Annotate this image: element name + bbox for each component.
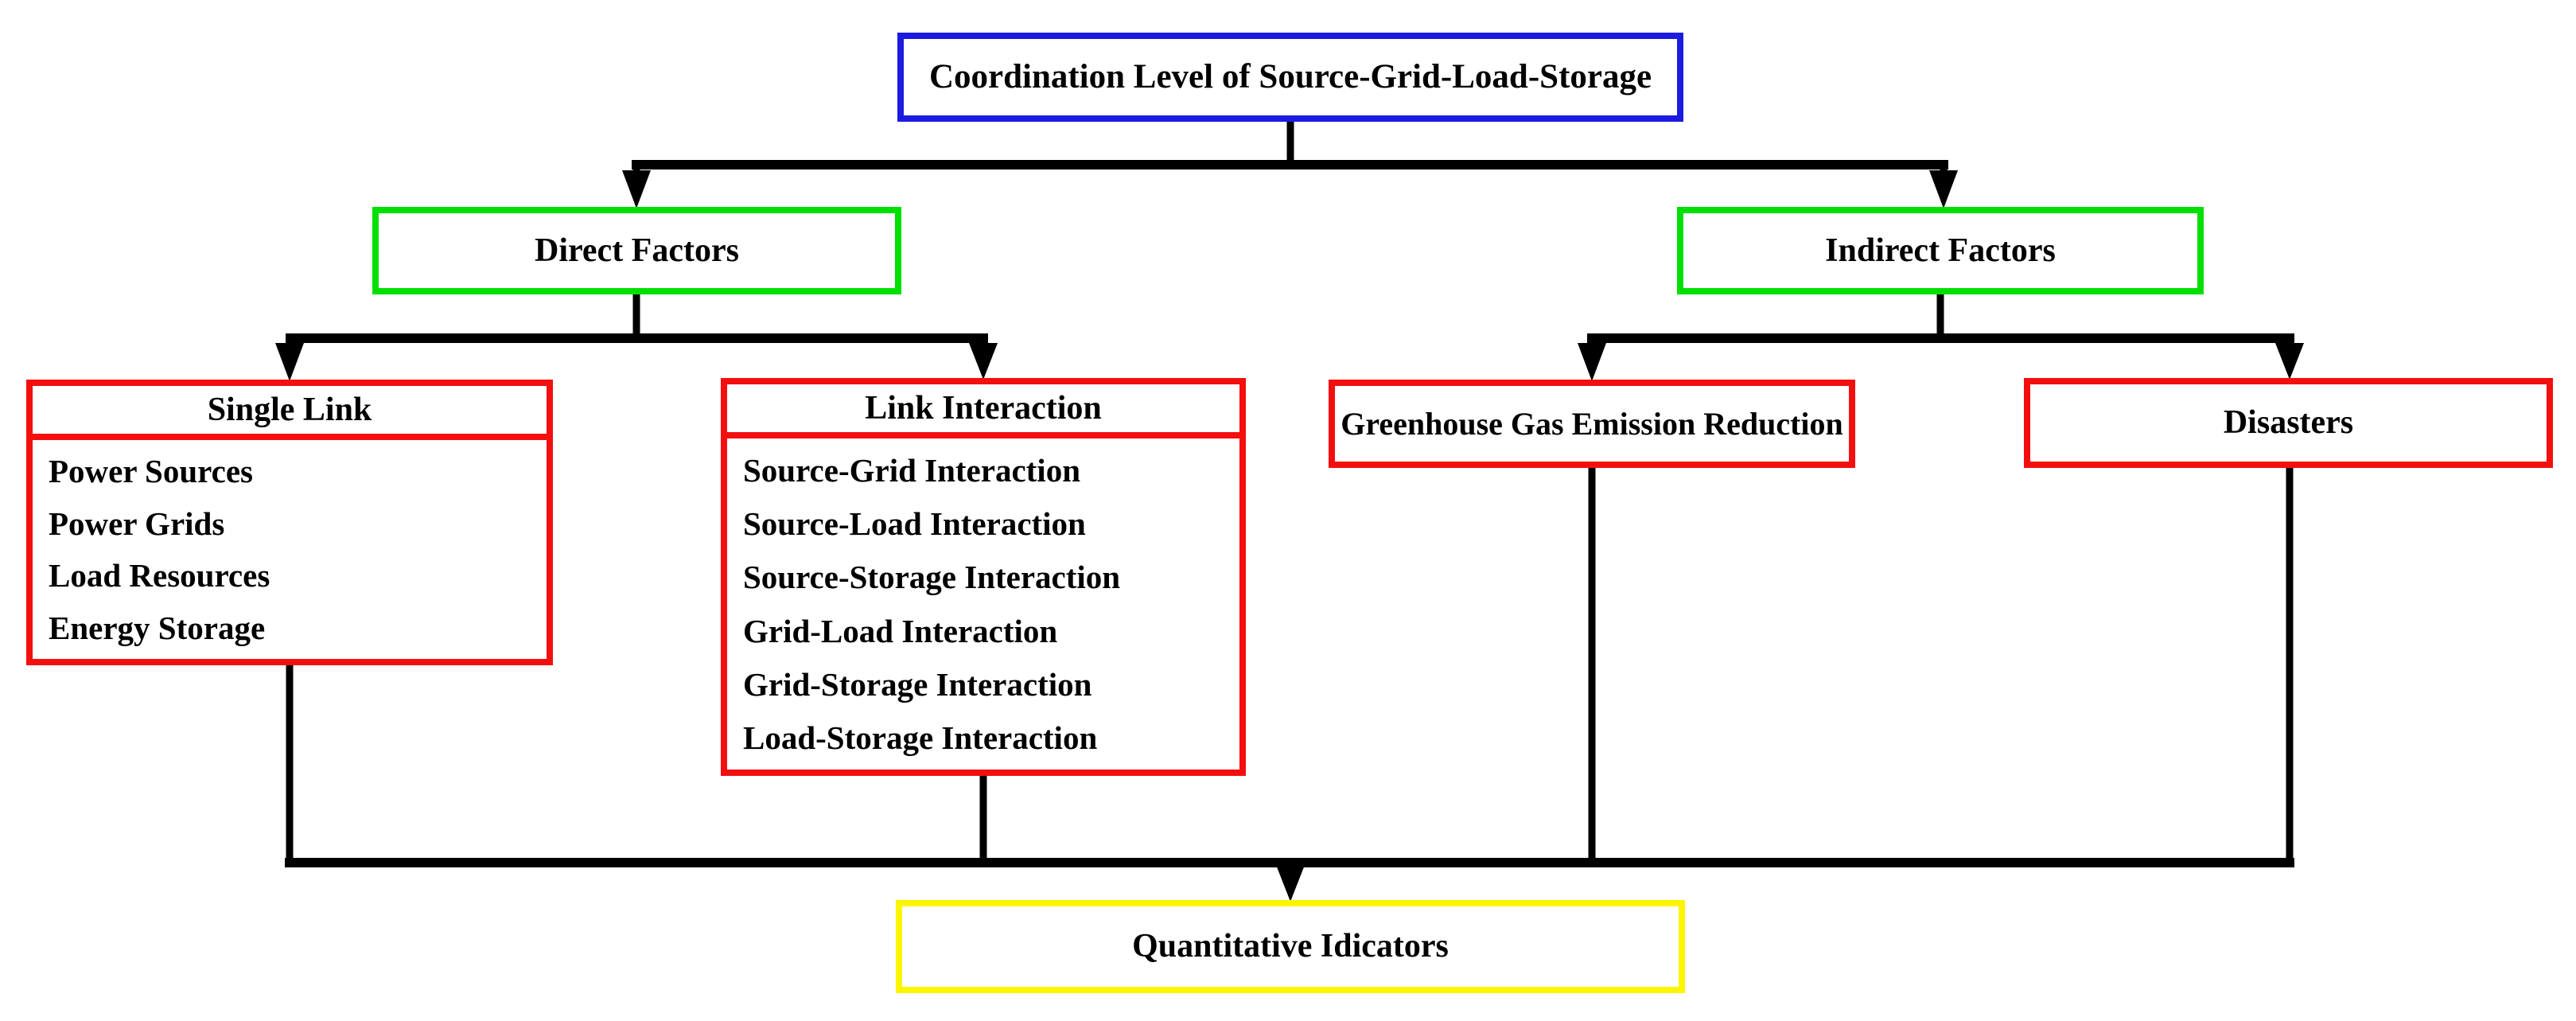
list-item: Power Grids bbox=[49, 505, 225, 542]
link-interaction-title: Link Interaction bbox=[865, 390, 1102, 427]
arrowhead-icon bbox=[969, 343, 998, 380]
link-interaction-list: Source-Grid Interaction Source-Load Inte… bbox=[727, 438, 1239, 770]
node-indirect-factors: Indirect Factors bbox=[1677, 207, 2204, 294]
edge-collector-to-output bbox=[285, 465, 2294, 902]
node-quantitative-indicators-label: Quantitative Idicators bbox=[1132, 928, 1449, 965]
edge-indirect-split bbox=[1578, 291, 2304, 381]
list-item: Source-Load Interaction bbox=[743, 505, 1086, 542]
list-item: Grid-Storage Interaction bbox=[743, 665, 1092, 703]
node-quantitative-indicators: Quantitative Idicators bbox=[896, 900, 1685, 993]
list-item: Source-Storage Interaction bbox=[743, 559, 1121, 596]
arrowhead-icon bbox=[622, 170, 651, 208]
arrowhead-icon bbox=[1578, 343, 1606, 381]
node-direct-factors: Direct Factors bbox=[372, 207, 901, 294]
list-item: Load-Storage Interaction bbox=[743, 719, 1098, 757]
list-item: Grid-Load Interaction bbox=[743, 612, 1058, 649]
edge-direct-split bbox=[275, 291, 998, 381]
edge-root-split bbox=[622, 119, 1958, 208]
node-greenhouse-gas-emission-reduction: Greenhouse Gas Emission Reduction bbox=[1329, 380, 1855, 468]
node-disasters: Disasters bbox=[2024, 378, 2553, 468]
single-link-header: Single Link bbox=[33, 386, 547, 440]
node-link-interaction: Link Interaction Source-Grid Interaction… bbox=[721, 378, 1246, 776]
arrowhead-icon bbox=[2275, 343, 2304, 380]
list-item: Energy Storage bbox=[49, 610, 266, 647]
node-root-label: Coordination Level of Source-Grid-Load-S… bbox=[928, 58, 1652, 96]
list-item: Source-Grid Interaction bbox=[743, 451, 1080, 489]
list-item: Power Sources bbox=[49, 452, 253, 489]
arrowhead-icon bbox=[1929, 170, 1958, 208]
single-link-title: Single Link bbox=[207, 392, 372, 428]
node-root: Coordination Level of Source-Grid-Load-S… bbox=[897, 33, 1683, 122]
node-indirect-factors-label: Indirect Factors bbox=[1825, 232, 2056, 269]
link-interaction-header: Link Interaction bbox=[727, 384, 1239, 438]
list-item: Load Resources bbox=[49, 557, 270, 594]
arrowhead-icon bbox=[1276, 865, 1305, 902]
node-direct-factors-label: Direct Factors bbox=[535, 232, 739, 269]
node-disasters-label: Disasters bbox=[2223, 404, 2354, 442]
single-link-list: Power Sources Power Grids Load Resources… bbox=[33, 440, 547, 659]
node-greenhouse-label: Greenhouse Gas Emission Reduction bbox=[1341, 405, 1843, 442]
node-single-link: Single Link Power Sources Power Grids Lo… bbox=[26, 380, 553, 665]
arrowhead-icon bbox=[275, 343, 304, 381]
